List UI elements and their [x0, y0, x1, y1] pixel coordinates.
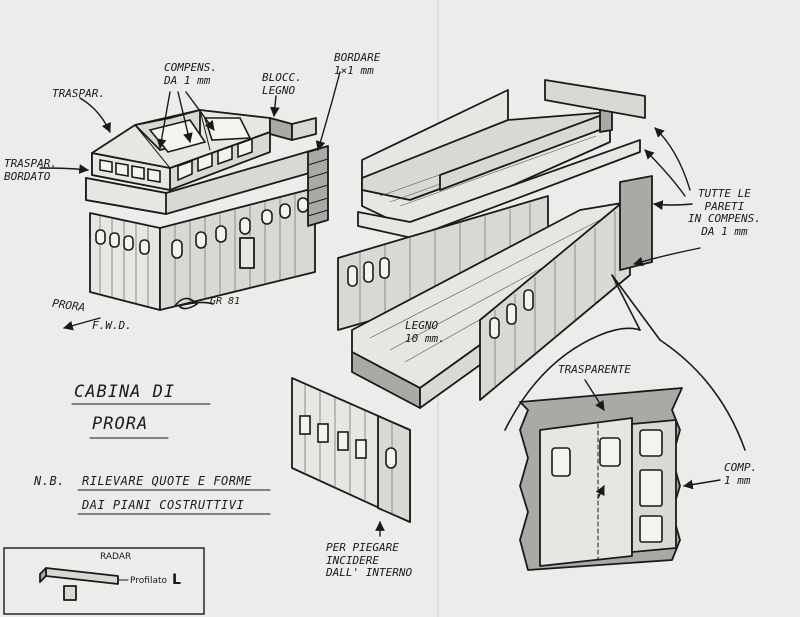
radar-inset-box [3, 547, 205, 615]
radar-profile-label: Profilato [130, 576, 167, 586]
label-compens-1mm: COMPENS. DA 1 mm [164, 61, 217, 87]
radar-mount [63, 585, 77, 601]
signature-text: GR 81 [210, 296, 241, 307]
transparent-panel-detail [519, 387, 683, 571]
title-line-1: CABINA DI [74, 382, 176, 402]
label-comp-1mm: COMP. 1 mm [724, 461, 758, 487]
signature-flourish [174, 297, 214, 310]
label-bordare: BORDARE 1×1 mm [334, 51, 381, 77]
label-legno-10mm: LEGNO 10 mm. [405, 319, 445, 345]
note-line-1: RILEVARE QUOTE E FORME [82, 474, 252, 488]
back-panel-top [544, 79, 646, 119]
top-tray-front [361, 125, 611, 231]
label-per-piegare: PER PIEGARE INCIDERE DALL' INTERNO [326, 541, 413, 580]
detail-callout-pointer [611, 274, 661, 341]
label-traspar-bordato: TRASPAR. BORDATO [4, 157, 57, 183]
folded-wall-detail [291, 377, 411, 523]
note-prefix: N.B. [34, 474, 65, 488]
title-line-2: PRORA [92, 414, 149, 434]
floor-upper-slab [357, 139, 641, 239]
assembled-cabin [85, 109, 329, 311]
exploded-view [337, 79, 653, 409]
label-tutte-le-pareti: TUTTE LE PARETI IN COMPENS. DA 1 mm [688, 187, 761, 238]
detail-callout-arc-left [504, 327, 641, 431]
cabin-side-wall [159, 187, 316, 311]
note-line-2: DAI PIANI COSTRUTTIVI [82, 498, 245, 512]
back-panel-right [619, 175, 653, 271]
label-fwd: F.W.D. [92, 319, 132, 332]
cabin-front-wall [89, 212, 161, 311]
detail-callout-arc-right [659, 339, 746, 451]
wood-block [269, 117, 293, 141]
label-traspar: TRASPAR. [52, 87, 105, 100]
radar-title: RADAR [100, 552, 132, 562]
label-trasparente: TRASPARENTE [558, 363, 631, 376]
radar-profile-letter: L [172, 572, 181, 588]
label-blocc-legno: BLOCC. LEGNO [262, 71, 302, 97]
